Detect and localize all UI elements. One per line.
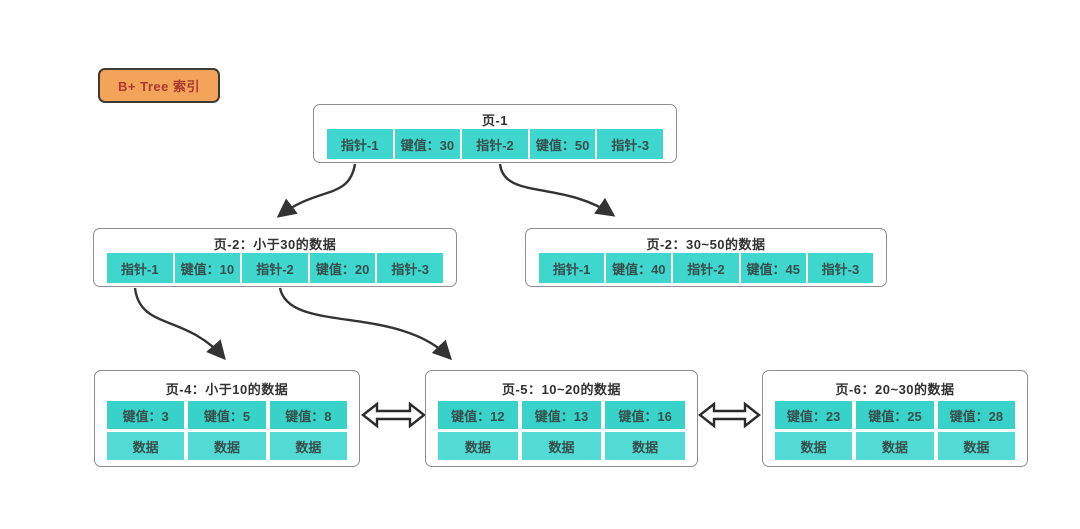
node-leaf-1-cells: 键值：3 键值：5 键值：8 数据 数据 数据 [107,401,347,460]
data-cell: 数据 [438,432,518,460]
key-cell: 键值：40 [606,253,672,283]
node-internal-right-cells: 指针-1 键值：40 指针-2 键值：45 指针-3 [539,253,874,283]
key-cell: 键值：8 [269,401,347,429]
pointer-cell: 指针-1 [539,253,605,283]
data-cell: 数据 [775,432,853,460]
pointer-cell: 指针-2 [673,253,739,283]
key-cell: 键值：28 [937,401,1015,429]
node-internal-left-title: 页-2：小于30的数据 [213,237,337,252]
data-cell: 数据 [188,432,266,460]
node-internal-right-title: 页-2：30~50的数据 [646,237,766,252]
node-root: 页-1 指针-1 键值：30 指针-2 键值：50 指针-3 [313,104,677,163]
key-cell: 键值：20 [309,253,376,283]
node-leaf-3: 页-6：20~30的数据 键值：23 键值：25 键值：28 数据 数据 数据 [762,370,1028,467]
key-cell: 键值：10 [174,253,241,283]
key-cell: 键值：12 [438,401,518,429]
node-leaf-2-title: 页-5：10~20的数据 [501,382,622,397]
data-cell: 数据 [269,432,347,460]
key-cell: 键值：25 [856,401,934,429]
node-internal-left: 页-2：小于30的数据 指针-1 键值：10 指针-2 键值：20 指针-3 [93,228,457,287]
node-internal-right: 页-2：30~50的数据 指针-1 键值：40 指针-2 键值：45 指针-3 [525,228,887,287]
pointer-cell: 指针-3 [377,253,443,283]
double-arrow-leaf2-leaf3 [698,401,761,429]
node-root-title: 页-1 [481,113,509,128]
legend-badge: B+ Tree 索引 [98,68,220,103]
key-cell: 键值：23 [775,401,853,429]
node-leaf-1-title: 页-4：小于10的数据 [165,382,289,397]
arrow-root-to-internal-left [276,163,357,218]
pointer-cell: 指针-2 [242,253,308,283]
node-leaf-3-cells: 键值：23 键值：25 键值：28 数据 数据 数据 [775,401,1015,460]
arrow-internal-left-ptr2-to-leaf2 [278,287,453,361]
key-cell: 键值：3 [107,401,185,429]
data-cell: 数据 [856,432,934,460]
node-internal-left-cells: 指针-1 键值：10 指针-2 键值：20 指针-3 [107,253,443,283]
pointer-cell: 指针-3 [597,129,663,159]
key-cell: 键值：50 [529,129,596,159]
key-cell: 键值：13 [521,401,602,429]
data-cell: 数据 [937,432,1015,460]
pointer-cell: 指针-3 [807,253,874,283]
pointer-cell: 指针-1 [107,253,173,283]
node-leaf-2: 页-5：10~20的数据 键值：12 键值：13 键值：16 数据 数据 数据 [425,370,698,467]
double-arrow-leaf1-leaf2 [361,401,426,429]
data-cell: 数据 [107,432,185,460]
node-leaf-1: 页-4：小于10的数据 键值：3 键值：5 键值：8 数据 数据 数据 [94,370,360,467]
arrow-root-to-internal-right [498,163,616,217]
node-leaf-2-cells: 键值：12 键值：13 键值：16 数据 数据 数据 [438,401,685,460]
node-leaf-3-title: 页-6：20~30的数据 [835,382,955,397]
data-cell: 数据 [605,432,685,460]
data-cell: 数据 [521,432,602,460]
pointer-cell: 指针-1 [327,129,393,159]
pointer-cell: 指针-2 [462,129,528,159]
key-cell: 键值：5 [188,401,266,429]
arrow-internal-left-ptr1-to-leaf1 [133,287,226,361]
key-cell: 键值：45 [740,253,806,283]
node-root-cells: 指针-1 键值：30 指针-2 键值：50 指针-3 [327,129,663,159]
key-cell: 键值：30 [394,129,461,159]
key-cell: 键值：16 [605,401,685,429]
